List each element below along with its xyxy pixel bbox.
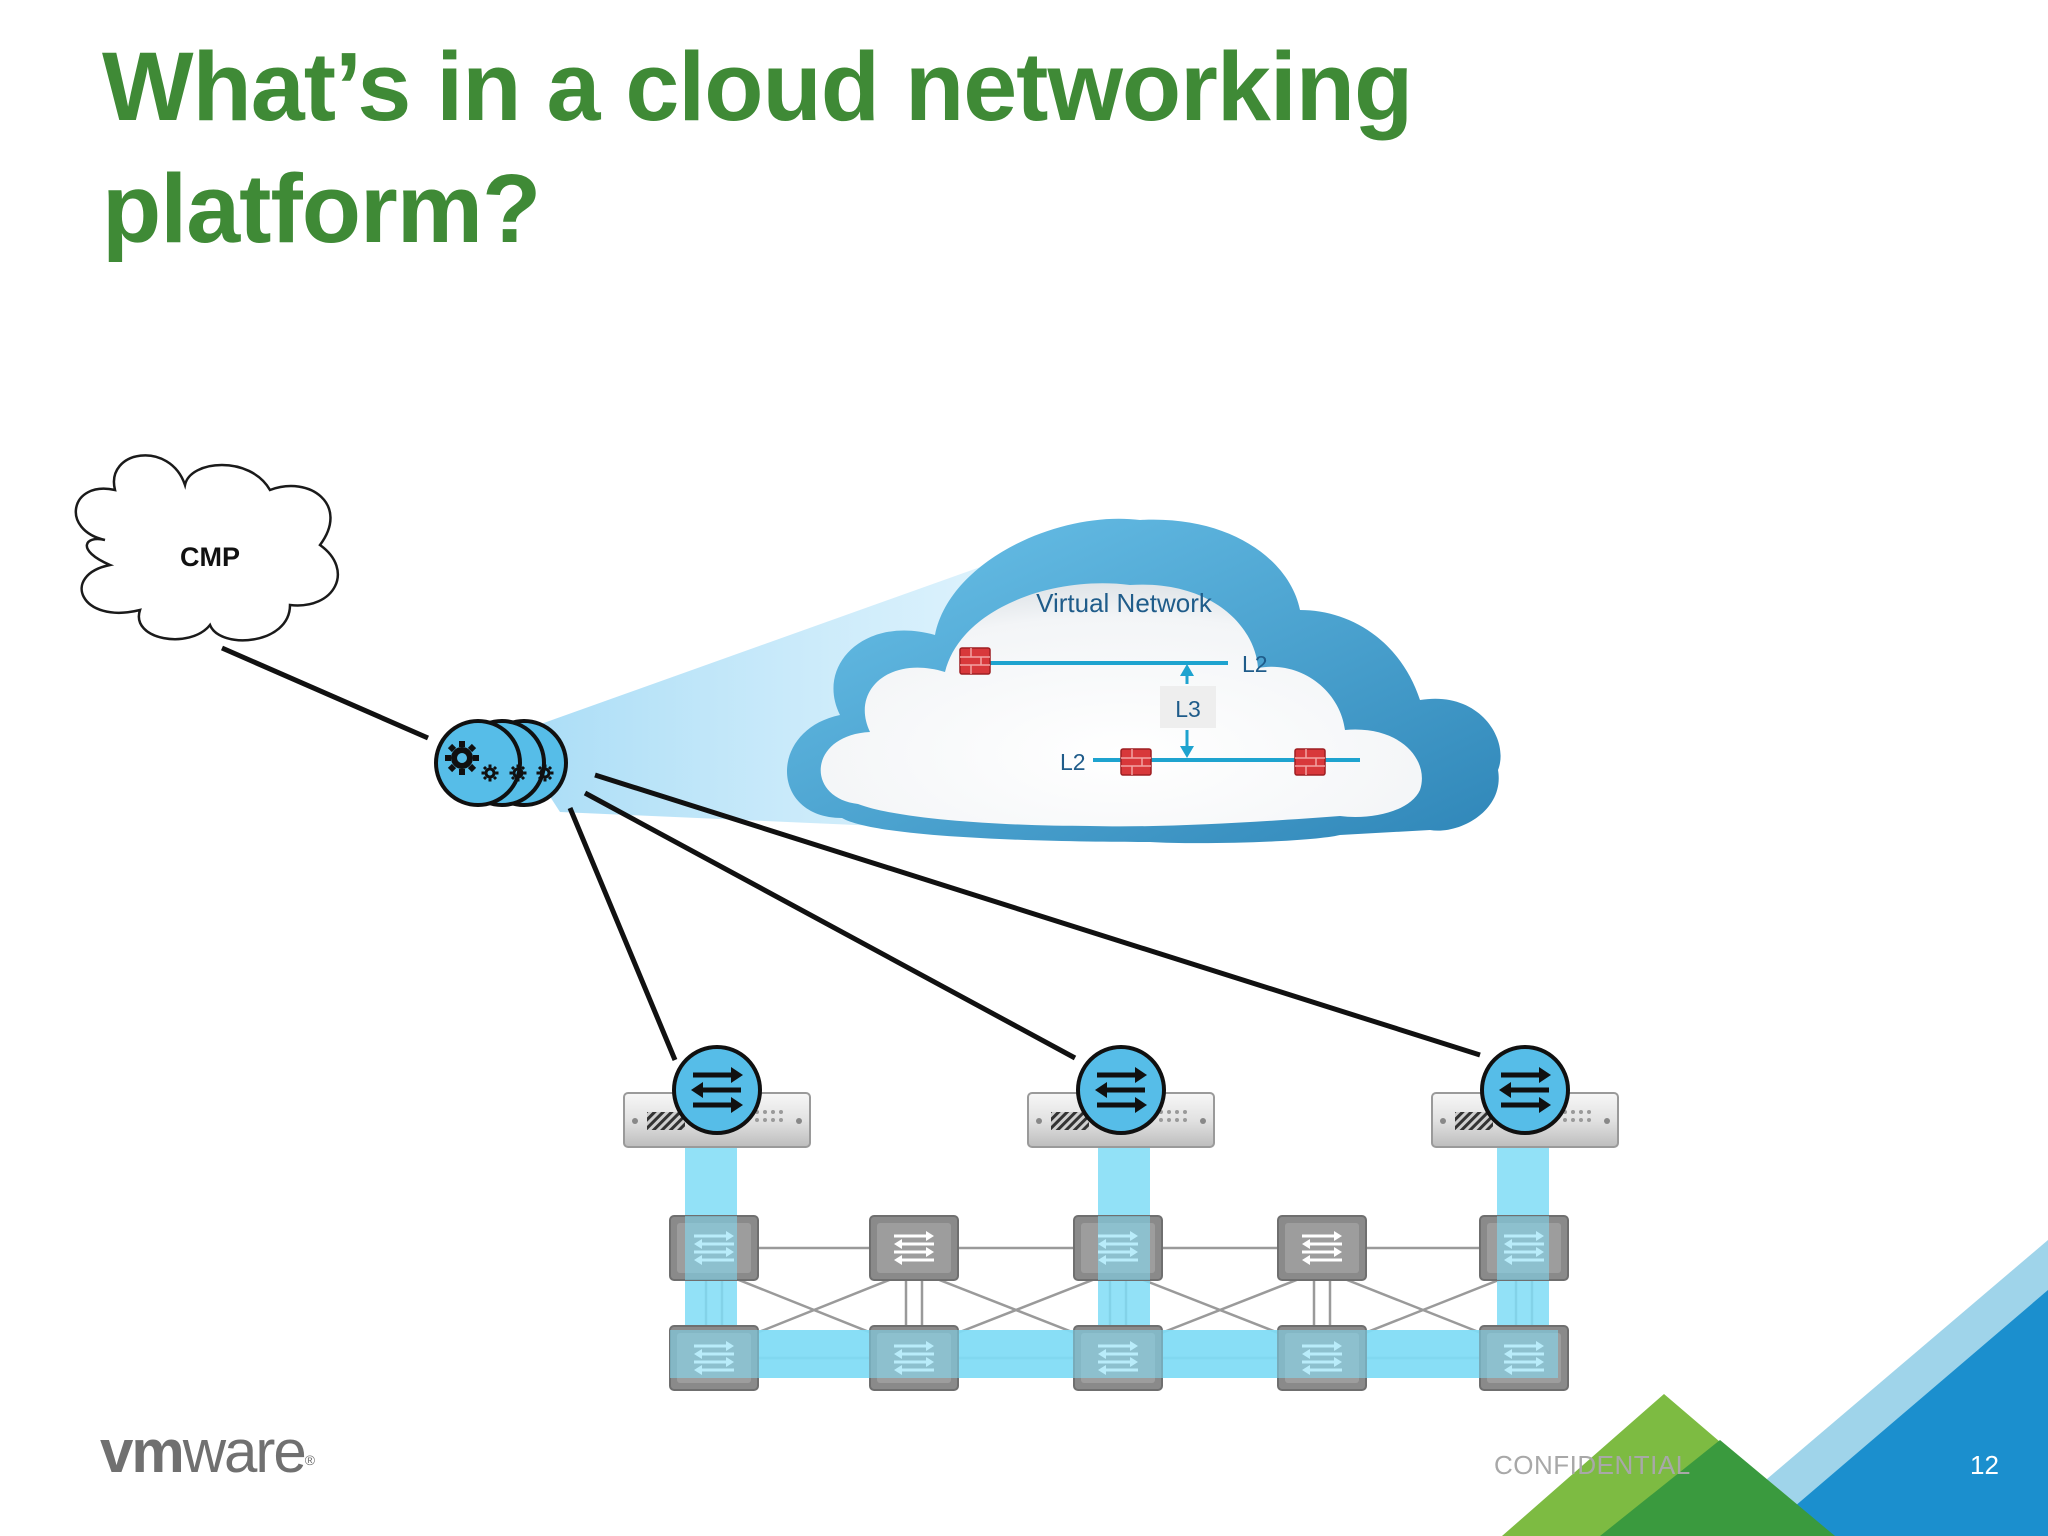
page-number: 12 [1970, 1450, 1999, 1480]
corner-decoration [1502, 1240, 2048, 1536]
cmp-label: CMP [180, 542, 240, 572]
edge-switch-1 [624, 1047, 810, 1147]
controller-cluster [434, 719, 568, 807]
virtual-network-label: Virtual Network [1036, 588, 1213, 618]
cmp-cloud [74, 454, 340, 642]
vmware-logo: vmware® [100, 1418, 316, 1485]
firewall-icon-3 [1294, 748, 1326, 776]
confidential-label: CONFIDENTIAL [1494, 1450, 1691, 1480]
virtual-network-topology [959, 647, 1360, 776]
edge-switch-3 [1432, 1047, 1618, 1147]
firewall-icon-1 [959, 647, 991, 675]
l3-label: L3 [1175, 696, 1201, 722]
firewall-icon-2 [1120, 748, 1152, 776]
edge-switch-2 [1028, 1047, 1214, 1147]
fabric-highlight-overlay [670, 1216, 1558, 1378]
control-lines [220, 645, 1481, 1061]
l2-bottom-label: L2 [1060, 749, 1086, 775]
slide-title: What’s in a cloud networking platform? [102, 32, 1413, 263]
virtual-network-cloud [786, 518, 1501, 844]
l2-top-label: L2 [1242, 651, 1268, 677]
